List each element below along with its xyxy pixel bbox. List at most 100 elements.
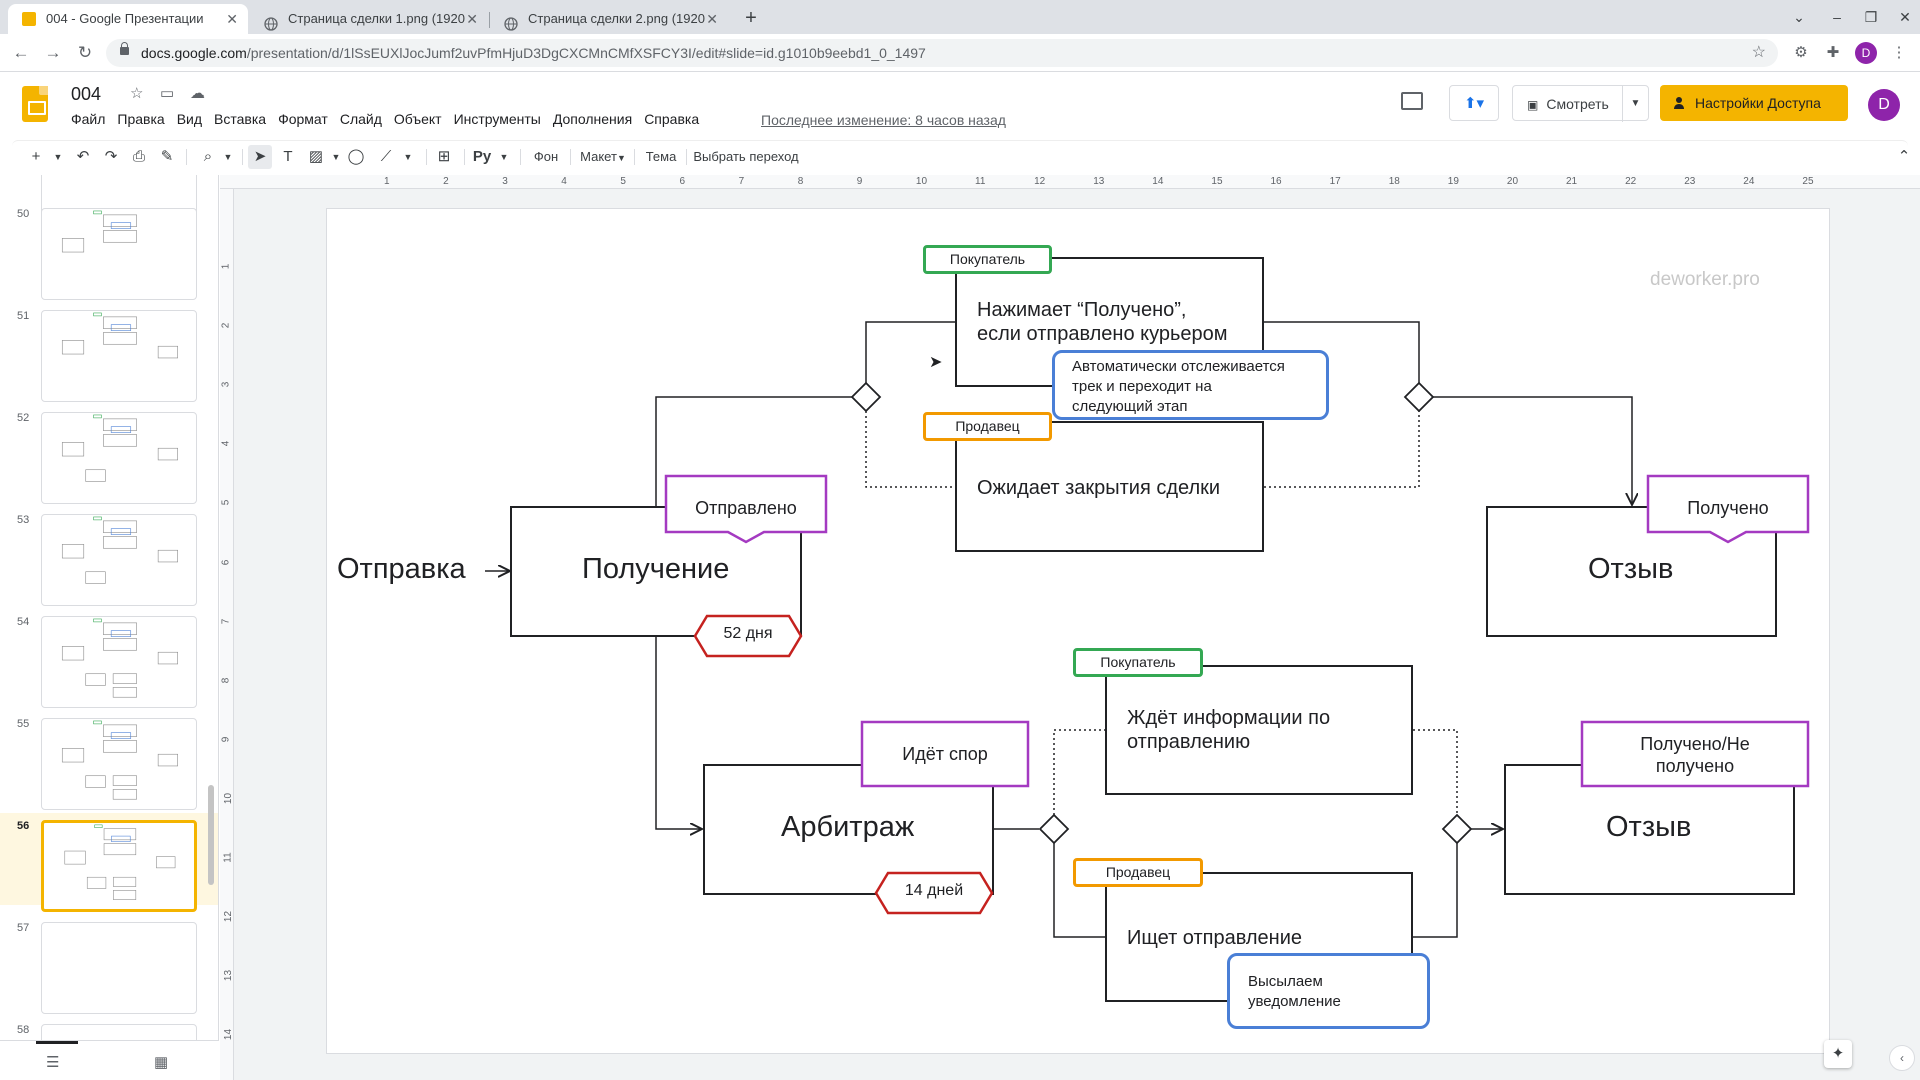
chevron-down-icon[interactable]: ▼	[331, 152, 341, 162]
new-slide-icon[interactable]: +	[31, 148, 41, 165]
layout-button[interactable]: Макет▼	[575, 145, 631, 169]
received-flag[interactable]: Получено	[1687, 498, 1769, 518]
text-box-icon[interactable]: T	[283, 148, 293, 165]
slides-logo-icon[interactable]	[22, 86, 48, 122]
account-avatar[interactable]: D	[1868, 89, 1900, 121]
menu-slide[interactable]: Слайд	[339, 111, 382, 127]
chevron-down-icon[interactable]: ▼	[499, 152, 509, 162]
explore-button[interactable]: ✦	[1824, 1040, 1852, 1068]
print-icon[interactable]: ⎙	[132, 148, 145, 165]
collapse-toolbar-icon[interactable]: ⌃	[1897, 148, 1911, 165]
sent-flag[interactable]: Отправлено	[695, 498, 797, 518]
extensions-puzzle-icon[interactable]: ✚	[1826, 44, 1840, 61]
document-title[interactable]: 004	[71, 84, 102, 104]
notification-note[interactable]: Высылаем уведомление	[1227, 953, 1430, 1029]
menu-view[interactable]: Вид	[176, 111, 203, 127]
buyer-tag[interactable]: Покупатель	[1073, 648, 1203, 677]
comment-add-icon[interactable]: ⊞	[437, 148, 451, 165]
chevron-down-icon[interactable]: ▼	[403, 152, 413, 162]
menu-tools[interactable]: Инструменты	[453, 111, 541, 127]
move-folder-icon[interactable]: ▭	[160, 85, 175, 102]
tab-deal-page-2[interactable]: Страница сделки 2.png (1920 ✕	[490, 4, 728, 34]
background-button[interactable]: Фон	[533, 149, 559, 164]
theme-button[interactable]: Тема	[645, 149, 677, 164]
filmstrip-view-icon[interactable]: ☰	[46, 1054, 60, 1071]
slide-thumbnail[interactable]	[41, 514, 197, 606]
menu-help[interactable]: Справка	[644, 111, 700, 127]
undo-icon[interactable]: ↶	[76, 148, 90, 165]
paint-format-icon[interactable]: ✎	[160, 148, 174, 165]
result-flag[interactable]: Получено/Не получено	[1580, 733, 1810, 777]
shape-icon[interactable]: ◯	[347, 148, 365, 165]
days14-badge[interactable]: 14 дней	[904, 882, 964, 899]
reload-icon[interactable]: ↻	[77, 43, 93, 62]
filmstrip-scrollbar[interactable]	[208, 785, 214, 885]
bookmark-star-icon[interactable]: ☆	[1751, 44, 1766, 61]
send-label[interactable]: Отправка	[337, 553, 466, 585]
dispute-flag[interactable]: Идёт спор	[902, 744, 988, 764]
present-options-button[interactable]: ⬆▾	[1449, 85, 1499, 121]
seller-wait-box[interactable]	[955, 421, 1264, 552]
image-icon[interactable]: ▨	[308, 148, 324, 165]
grid-view-icon[interactable]: ▦	[154, 1054, 169, 1071]
buyer-tag[interactable]: Покупатель	[923, 245, 1052, 274]
menu-addons[interactable]: Дополнения	[552, 111, 633, 127]
restore-icon[interactable]: ❐	[1864, 9, 1878, 25]
redo-icon[interactable]: ↷	[104, 148, 118, 165]
menu-object[interactable]: Объект	[393, 111, 442, 127]
minimize-icon[interactable]: –	[1833, 9, 1841, 25]
close-icon[interactable]: ✕	[466, 11, 478, 27]
chevron-down-icon[interactable]: ▼	[1622, 86, 1648, 122]
transition-button[interactable]: Выбрать переход	[693, 149, 799, 164]
seller-tag[interactable]: Продавец	[1073, 858, 1203, 887]
comments-icon[interactable]	[1401, 92, 1423, 110]
browser-menu-icon[interactable]: ⋮	[1891, 44, 1907, 61]
layout-label: Макет	[580, 149, 617, 164]
days52-badge[interactable]: 52 дня	[723, 625, 773, 642]
close-icon[interactable]: ✕	[706, 11, 718, 27]
buyer-wait-box[interactable]	[1105, 665, 1413, 795]
menu-format[interactable]: Формат	[278, 111, 328, 127]
slide-thumbnail[interactable]	[41, 412, 197, 504]
watermark: deworker.pro	[1650, 269, 1760, 290]
extension-gear-icon[interactable]: ⚙	[1794, 44, 1808, 61]
side-panel-toggle-icon[interactable]: ‹	[1889, 1045, 1915, 1071]
forward-icon[interactable]: →	[44, 43, 62, 62]
seller-tag[interactable]: Продавец	[923, 412, 1052, 441]
url-field[interactable]: docs.google.com/presentation/d/1lSsEUXlJ…	[106, 39, 1778, 67]
toolbar-divider	[426, 149, 427, 165]
star-icon[interactable]: ☆	[130, 85, 144, 102]
slide-thumbnail[interactable]	[41, 922, 197, 1014]
slide-thumbnail[interactable]	[41, 1024, 197, 1041]
slide-thumbnail[interactable]	[41, 208, 197, 300]
input-tools-icon[interactable]: Py	[472, 148, 492, 165]
zoom-icon[interactable]: ⌕	[203, 148, 213, 165]
last-edit-link[interactable]: Последнее изменение: 8 часов назад	[761, 112, 1006, 128]
window-close-icon[interactable]: ✕	[1899, 9, 1911, 25]
share-button[interactable]: Настройки Доступа	[1660, 85, 1848, 121]
chevron-down-icon[interactable]: ▼	[223, 152, 233, 162]
line-icon[interactable]: ⟋	[380, 148, 392, 165]
close-icon[interactable]: ✕	[226, 11, 238, 27]
tab-presentation[interactable]: 004 - Google Презентации ✕	[8, 4, 248, 34]
slide-thumbnail[interactable]	[41, 616, 197, 708]
tab-deal-page-1[interactable]: Страница сделки 1.png (1920 ✕	[250, 4, 488, 34]
present-button[interactable]: ▣Смотреть ▼	[1512, 85, 1649, 122]
select-cursor-icon[interactable]: ➤	[248, 145, 272, 169]
chevron-down-icon[interactable]: ▼	[53, 152, 63, 162]
menu-file[interactable]: Файл	[71, 111, 106, 127]
new-tab-button[interactable]: +	[745, 7, 757, 29]
slide-thumbnail[interactable]	[41, 310, 197, 402]
ruler-tick-label: 15	[1211, 176, 1223, 187]
slide-thumbnail[interactable]	[41, 820, 197, 912]
cloud-status-icon[interactable]: ☁	[190, 85, 205, 102]
back-icon[interactable]: ←	[12, 43, 30, 62]
auto-tracking-note[interactable]: Автоматически отслеживается трек и перех…	[1052, 350, 1329, 420]
tab-search-icon[interactable]: ⌄	[1793, 9, 1805, 25]
menu-insert[interactable]: Вставка	[214, 111, 267, 127]
browser-profile-avatar[interactable]: D	[1855, 42, 1877, 64]
menu-edit[interactable]: Правка	[117, 111, 165, 127]
slide-thumbnail[interactable]	[41, 718, 197, 810]
